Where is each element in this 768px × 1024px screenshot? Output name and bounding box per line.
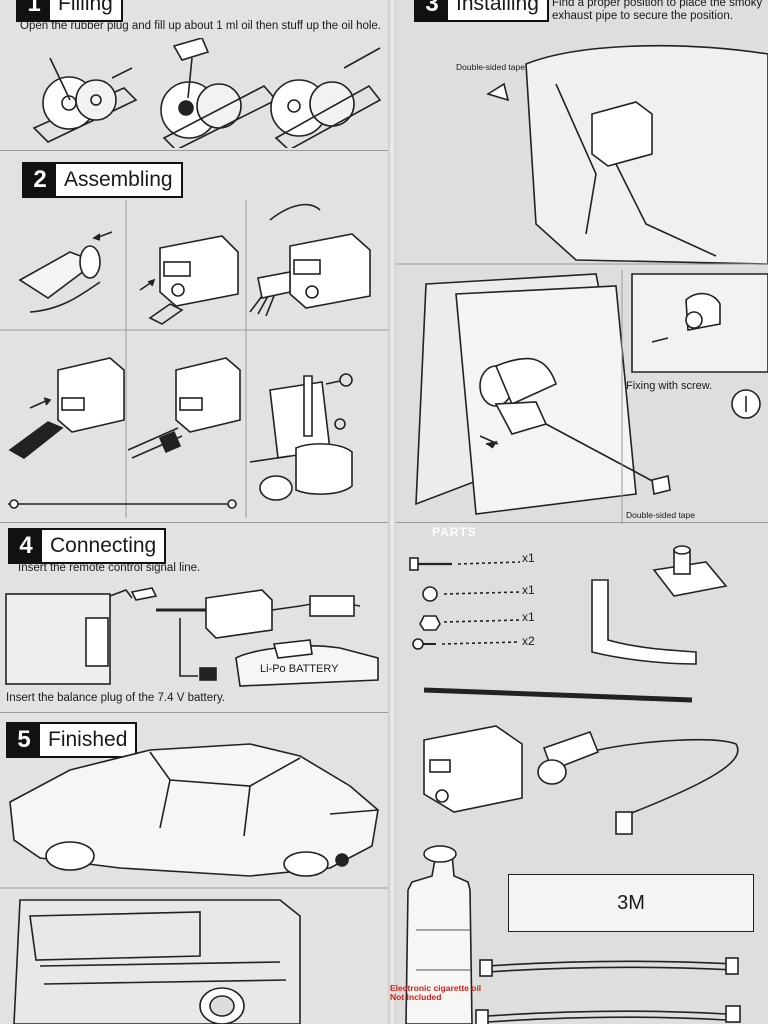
parts-qty-2: x1 (522, 583, 535, 597)
divider (0, 522, 388, 523)
divider (0, 712, 388, 713)
parts-qty-3: x1 (522, 610, 535, 624)
section-5-header: 5 Finished (6, 722, 138, 758)
section-number: 2 (24, 164, 56, 196)
oil-note-line2: Not Included (390, 992, 442, 1002)
section-title: Assembling (64, 168, 173, 191)
section-number: 4 (10, 530, 42, 562)
connecting-diagram (5, 587, 379, 687)
connecting-instruction-top: Insert the remote control signal line. (18, 562, 201, 574)
page-fold (388, 0, 396, 1024)
divider (0, 150, 388, 151)
filling-instruction: Open the rubber plug and fill up about 1… (20, 20, 382, 32)
connecting-instruction-bottom: Insert the balance plug of the 7.4 V bat… (6, 692, 226, 704)
oil-note-line1: Electronic cigarette oil (390, 983, 482, 993)
installing-illustrations (396, 44, 768, 524)
section-title: Installing (456, 0, 539, 15)
tape-label-top: Double-sided tape (456, 62, 525, 72)
section-title: Finished (48, 728, 128, 751)
installing-instruction-line2: exhaust pipe to secure the position. (552, 10, 733, 22)
installing-instruction-line1: Find a proper position to place the smok… (552, 0, 763, 9)
screw-label: Fixing with screw. (626, 380, 713, 392)
section-3-header: 3 Installing (414, 0, 549, 22)
section-4-header: 4 Connecting (8, 528, 167, 564)
divider (396, 522, 768, 523)
parts-qty-4: x2 (522, 634, 535, 648)
parts-title: PARTS (432, 525, 477, 539)
finished-car-illustration (0, 743, 388, 1024)
assembling-illustrations (0, 200, 388, 518)
battery-label: Li-Po BATTERY (260, 663, 339, 675)
section-title: Connecting (50, 534, 157, 557)
double-sided-tape-3m: 3M (508, 874, 754, 932)
filling-illustrations (32, 38, 382, 148)
section-1-header: 1 Filling (16, 0, 123, 22)
section-number: 3 (416, 0, 448, 20)
section-number: 1 (18, 0, 50, 20)
section-number: 5 (8, 724, 40, 756)
tape-label-bottom: Double-sided tape (626, 510, 695, 520)
section-title: Filling (58, 0, 113, 15)
section-2-header: 2 Assembling (22, 162, 183, 198)
parts-qty-1: x1 (522, 551, 535, 565)
parts-illustrations (405, 545, 741, 1024)
